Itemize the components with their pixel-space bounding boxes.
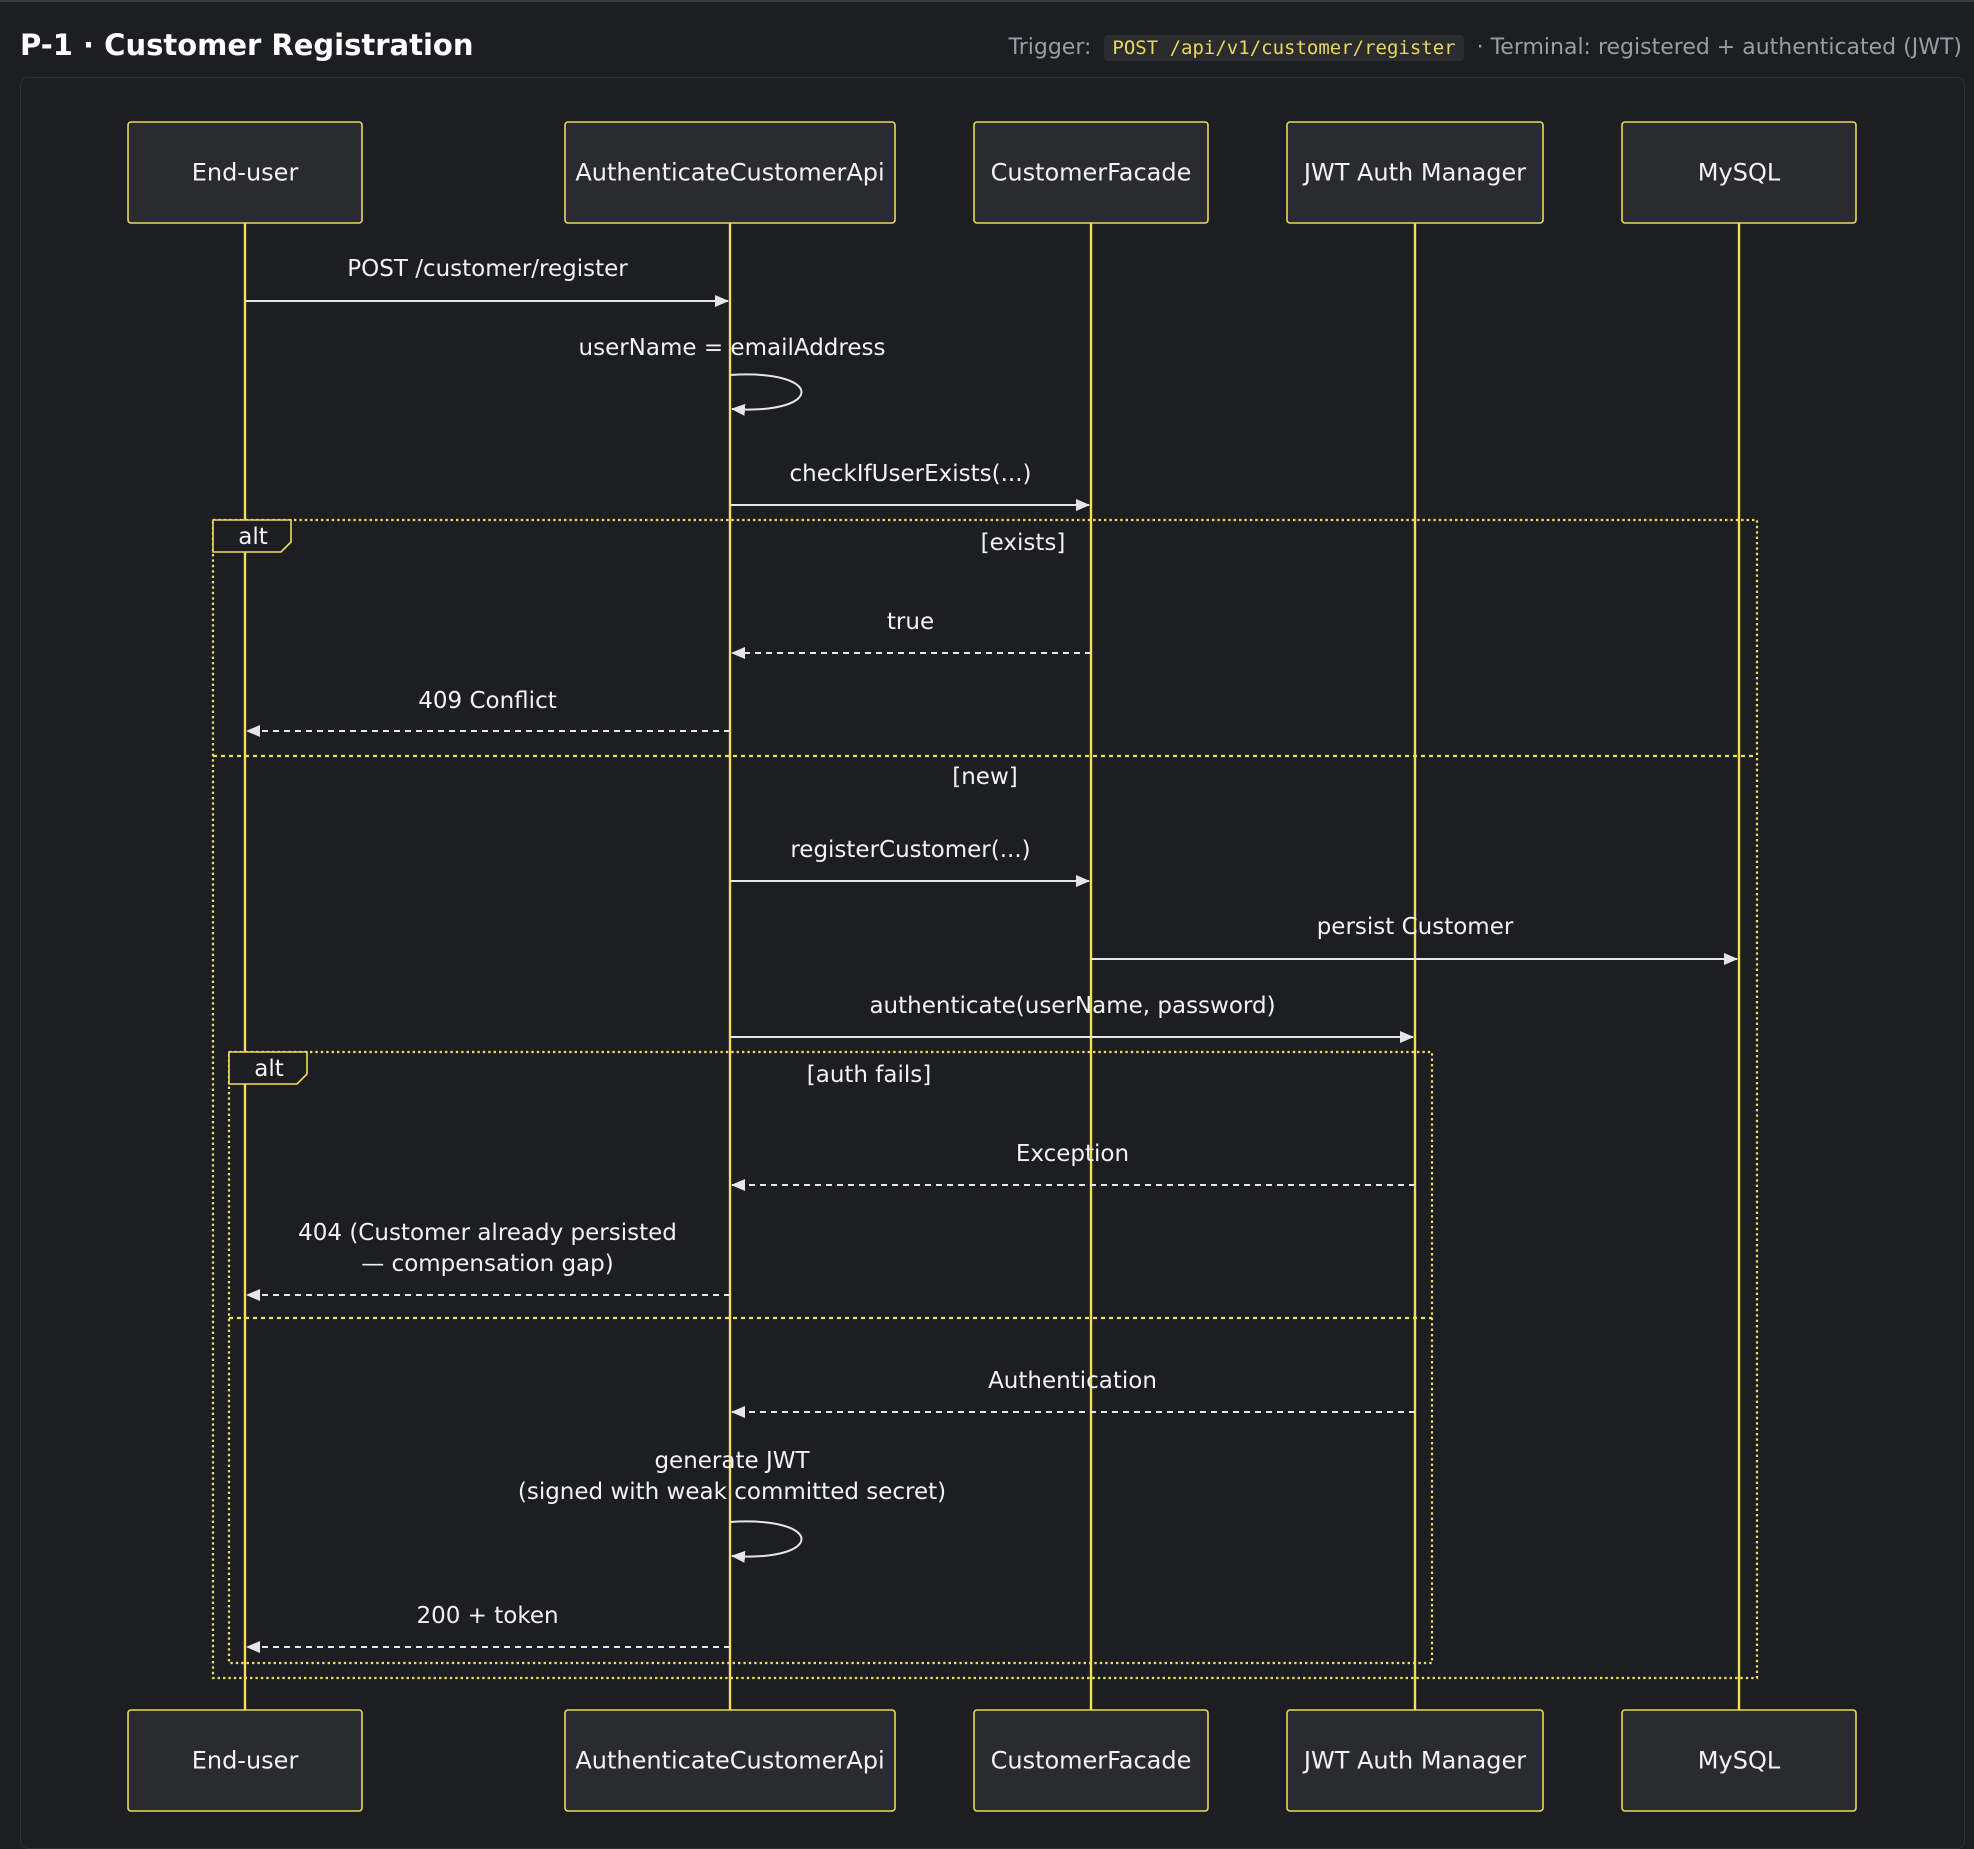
participant-mysql-top: MySQL	[1621, 121, 1857, 224]
participant-jwt-auth-manager-top: JWT Auth Manager	[1286, 121, 1544, 224]
participant-label: MySQL	[1698, 1747, 1781, 1775]
message-8: authenticate(userName, password)	[730, 993, 1414, 1043]
message-label: checkIfUserExists(...)	[789, 461, 1031, 487]
message-10: 404 (Customer already persisted — compens…	[246, 1220, 730, 1301]
terminal-state-text: · Terminal: registered + authenticated (…	[1476, 35, 1962, 60]
message-11: Authentication	[731, 1368, 1415, 1418]
participant-label: End-user	[192, 159, 299, 187]
message-4: true	[731, 609, 1091, 659]
message-3: checkIfUserExists(...)	[730, 461, 1090, 511]
participant-customerfacade-bottom: CustomerFacade	[973, 1709, 1209, 1812]
page-header: P-1 · Customer Registration Trigger: POS…	[0, 0, 1974, 96]
participant-authenticatecustomerapi-top: AuthenticateCustomerApi	[564, 121, 896, 224]
participant-label: JWT Auth Manager	[1302, 1747, 1526, 1775]
participant-jwt-auth-manager-bottom: JWT Auth Manager	[1286, 1709, 1544, 1812]
fragment-operator-label: alt	[254, 1056, 284, 1082]
message-label: Exception	[1016, 1141, 1129, 1167]
alt-fragment-2: alt [auth fails]	[227, 1050, 1434, 1665]
participant-customerfacade-top: CustomerFacade	[973, 121, 1209, 224]
self-call-arrow	[729, 1520, 803, 1563]
diagram-panel	[20, 77, 1965, 1849]
participant-label: JWT Auth Manager	[1302, 159, 1526, 187]
page-title: P-1 · Customer Registration	[20, 28, 474, 62]
self-call-arrow	[729, 373, 803, 416]
message-7: persist Customer	[1091, 914, 1738, 965]
top-border	[0, 0, 1974, 2]
participant-label: End-user	[192, 1747, 299, 1775]
participant-label: CustomerFacade	[991, 1747, 1192, 1775]
guard-condition: [auth fails]	[807, 1062, 931, 1088]
fragment-operator-label: alt	[238, 524, 268, 550]
message-label: (signed with weak committed secret)	[518, 1479, 946, 1505]
trigger-endpoint-code: POST /api/v1/customer/register	[1104, 35, 1464, 61]
message-label: 409 Conflict	[418, 688, 556, 714]
guard-condition: [exists]	[981, 530, 1066, 556]
message-label: POST /customer/register	[347, 256, 628, 282]
message-label: authenticate(userName, password)	[869, 993, 1275, 1019]
message-13: 200 + token	[246, 1603, 730, 1653]
participant-label: MySQL	[1698, 159, 1781, 187]
message-label: 404 (Customer already persisted	[298, 1220, 677, 1246]
alt-fragment-1: alt [exists] [new]	[211, 518, 1759, 1680]
participant-end-user-top: End-user	[127, 121, 363, 224]
participant-end-user-bottom: End-user	[127, 1709, 363, 1812]
message-5: 409 Conflict	[246, 688, 730, 737]
message-2: userName = emailAddress	[579, 335, 886, 416]
message-9: Exception	[731, 1141, 1415, 1191]
participant-label: CustomerFacade	[991, 159, 1192, 187]
participant-authenticatecustomerapi-bottom: AuthenticateCustomerApi	[564, 1709, 896, 1812]
message-label: userName = emailAddress	[579, 335, 886, 361]
participant-mysql-bottom: MySQL	[1621, 1709, 1857, 1812]
participant-label: AuthenticateCustomerApi	[575, 1747, 884, 1775]
message-label: Authentication	[988, 1368, 1157, 1394]
message-label: persist Customer	[1317, 914, 1514, 940]
guard-condition: [new]	[952, 764, 1018, 790]
participant-label: AuthenticateCustomerApi	[575, 159, 884, 187]
message-1: POST /customer/register	[245, 256, 729, 307]
message-12: generate JWT (signed with weak committed …	[518, 1448, 946, 1563]
message-label: 200 + token	[416, 1603, 558, 1629]
trigger-info: Trigger: POST /api/v1/customer/register …	[1009, 35, 1962, 61]
message-6: registerCustomer(...)	[730, 837, 1090, 887]
message-label: registerCustomer(...)	[790, 837, 1030, 863]
message-label: — compensation gap)	[361, 1251, 613, 1277]
trigger-label: Trigger:	[1008, 35, 1092, 60]
message-label: true	[887, 609, 934, 635]
message-label: generate JWT	[654, 1448, 810, 1474]
